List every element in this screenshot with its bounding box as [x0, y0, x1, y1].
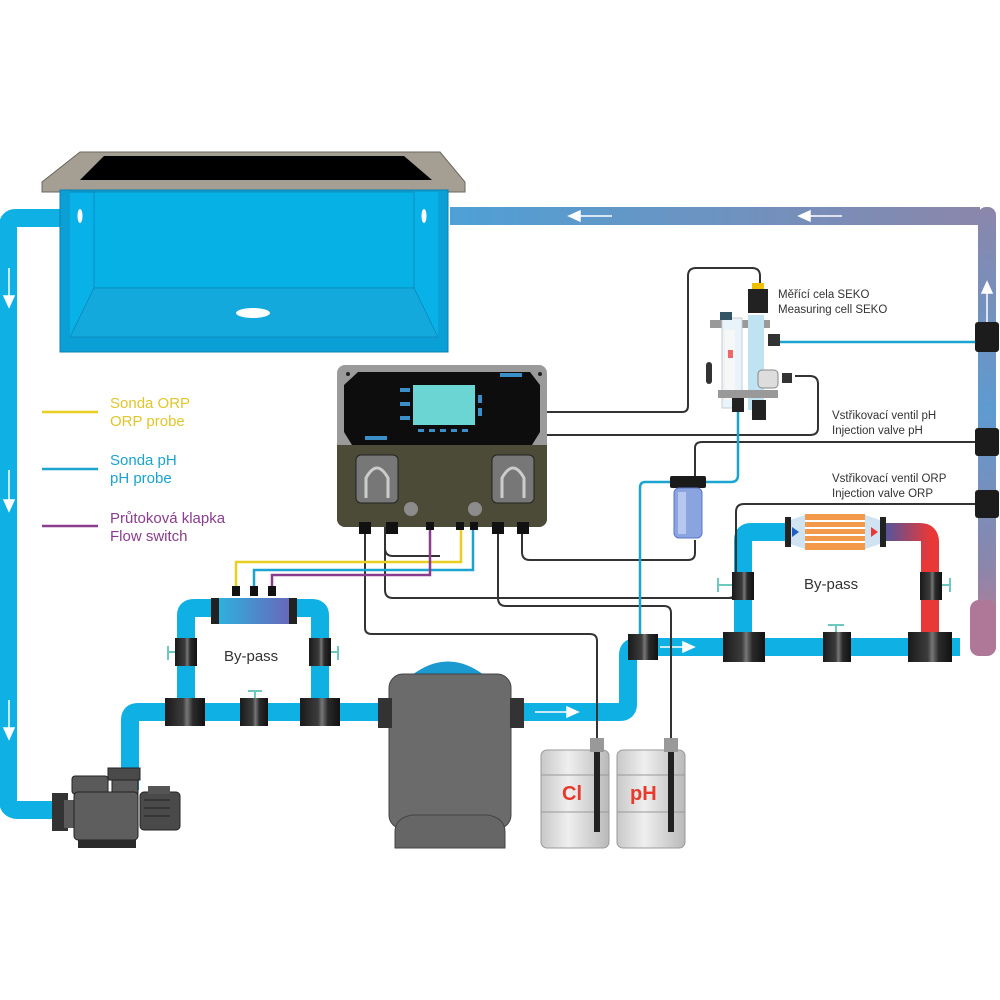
ph-tank: [616, 738, 686, 849]
sand-filter: [378, 661, 524, 849]
heat-exchanger: [785, 514, 886, 550]
legend-ph: Sonda pH pH probe: [110, 452, 177, 488]
callout-injection-ph-line1: Vstřikovací ventil pH: [832, 410, 937, 422]
controller-unit: [337, 365, 547, 534]
circulation-pump: [52, 767, 181, 848]
callout-injection-orp-line2: Injection valve ORP: [832, 487, 933, 500]
callout-measuring-cell-line2: Measuring cell SEKO: [778, 303, 888, 316]
callout-measuring-cell: Měřící cela SEKO Measuring cell SEKO: [778, 288, 887, 318]
pipe-bypass-right: [734, 523, 790, 647]
probe-holder: [211, 586, 297, 624]
controller-display: [413, 385, 475, 425]
bypass-right-label: By-pass: [804, 576, 859, 593]
legend-ph-line2: pH probe: [110, 470, 172, 487]
legend-orp-line2: ORP probe: [110, 413, 185, 430]
chlorine-tank: [540, 738, 610, 849]
callout-injection-orp: Vstřikovací ventil ORP Injection valve O…: [832, 472, 946, 502]
legend-flow-line2: Flow switch: [110, 528, 188, 545]
legend-orp: Sonda ORP ORP probe: [110, 395, 190, 431]
dosing-pump-left: [355, 454, 399, 504]
pipe-pool-to-pump: [0, 209, 65, 819]
pipe-fittings: [165, 572, 952, 726]
measuring-cell: [706, 283, 792, 420]
orp-probe-wire: [234, 525, 463, 586]
pipe-pump-to-filter: [121, 703, 400, 790]
prefilter: [670, 476, 706, 539]
legend-orp-line1: Sonda ORP: [110, 395, 191, 412]
ph-tank-label: pH: [630, 783, 657, 805]
callout-injection-ph: Vstřikovací ventil pH Injection valve pH: [832, 409, 936, 439]
flow-arrows-bottom: [535, 640, 696, 719]
pool: [41, 151, 466, 353]
dosing-pump-right: [491, 454, 535, 504]
flow-arrows-left: [2, 268, 16, 741]
valve-handles: [167, 578, 951, 698]
legend-ph-line1: Sonda pH: [110, 452, 177, 469]
legend-flow-line1: Průtoková klapka: [110, 510, 226, 527]
pool-drain: [236, 308, 270, 318]
chlorine-tank-label: Cl: [562, 783, 582, 805]
flow-switch-wire: [270, 525, 432, 586]
legend-flow: Průtoková klapka Flow switch: [110, 510, 225, 546]
callout-measuring-cell-line1: Měřící cela SEKO: [778, 289, 870, 301]
callout-injection-ph-line2: Injection valve pH: [832, 424, 923, 437]
injection-fittings: [975, 322, 999, 518]
pipe-return-top: [450, 207, 980, 225]
ph-probe-wire: [252, 525, 475, 586]
bypass-left-label: By-pass: [224, 648, 279, 665]
callout-injection-orp-line1: Vstřikovací ventil ORP: [832, 473, 947, 485]
cables: [364, 267, 980, 742]
